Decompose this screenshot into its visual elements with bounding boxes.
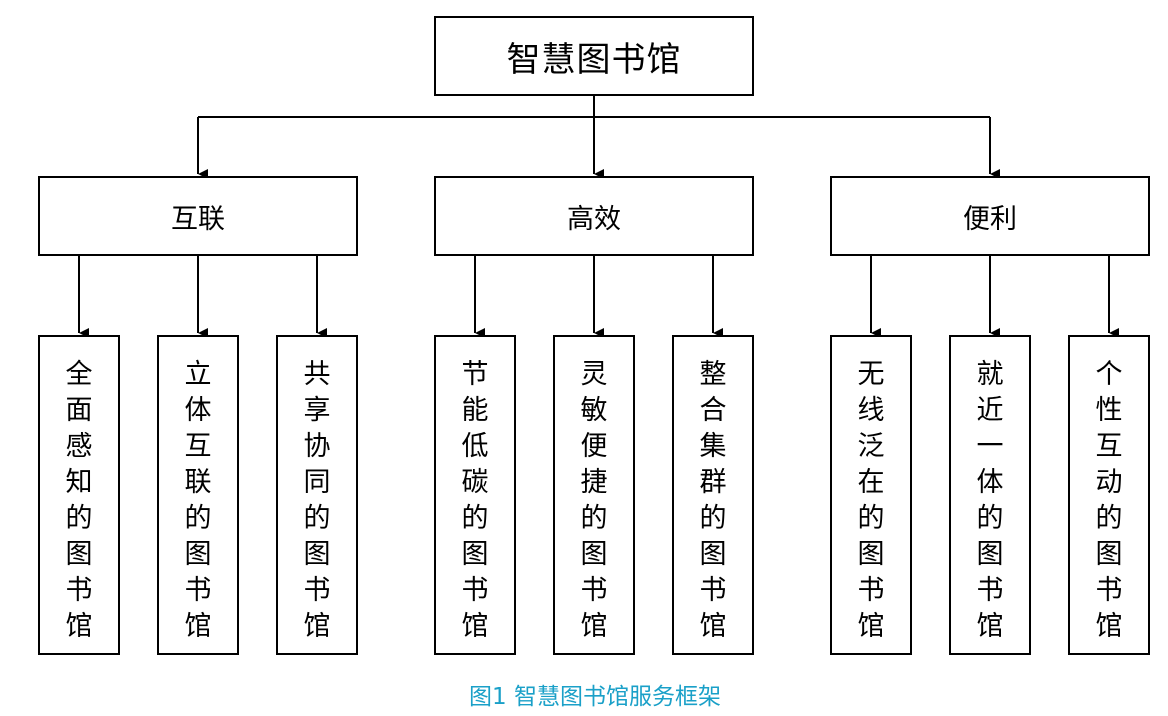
figure-caption: 图1 智慧图书馆服务框架	[469, 684, 721, 710]
leaf-node: 无线泛在的图书馆	[830, 335, 912, 655]
leaf-node: 节能低碳的图书馆	[434, 335, 516, 655]
leaf-label: 个性互动的图书馆	[1095, 359, 1123, 642]
leaf-label: 无线泛在的图书馆	[857, 359, 885, 642]
leaf-node: 立体互联的图书馆	[157, 335, 239, 655]
category-label: 便利	[963, 203, 1017, 235]
category-node-efficient: 高效	[434, 176, 754, 256]
leaf-label: 就近一体的图书馆	[976, 359, 1004, 642]
leaf-label: 共享协同的图书馆	[303, 359, 331, 642]
leaf-label: 节能低碳的图书馆	[461, 359, 489, 642]
leaf-node: 个性互动的图书馆	[1068, 335, 1150, 655]
leaf-label: 整合集群的图书馆	[699, 359, 727, 642]
category-node-convenient: 便利	[830, 176, 1150, 256]
leaf-node: 整合集群的图书馆	[672, 335, 754, 655]
leaf-node: 就近一体的图书馆	[949, 335, 1031, 655]
leaf-label: 全面感知的图书馆	[65, 359, 93, 642]
category-label: 高效	[567, 203, 621, 235]
root-node-label: 智慧图书馆	[506, 39, 682, 80]
leaf-node: 灵敏便捷的图书馆	[553, 335, 635, 655]
category-node-interconnected: 互联	[38, 176, 358, 256]
leaf-label: 灵敏便捷的图书馆	[580, 359, 608, 642]
leaf-node: 共享协同的图书馆	[276, 335, 358, 655]
root-node: 智慧图书馆	[434, 16, 754, 96]
leaf-label: 立体互联的图书馆	[184, 359, 212, 642]
category-label: 互联	[171, 203, 225, 235]
leaf-node: 全面感知的图书馆	[38, 335, 120, 655]
